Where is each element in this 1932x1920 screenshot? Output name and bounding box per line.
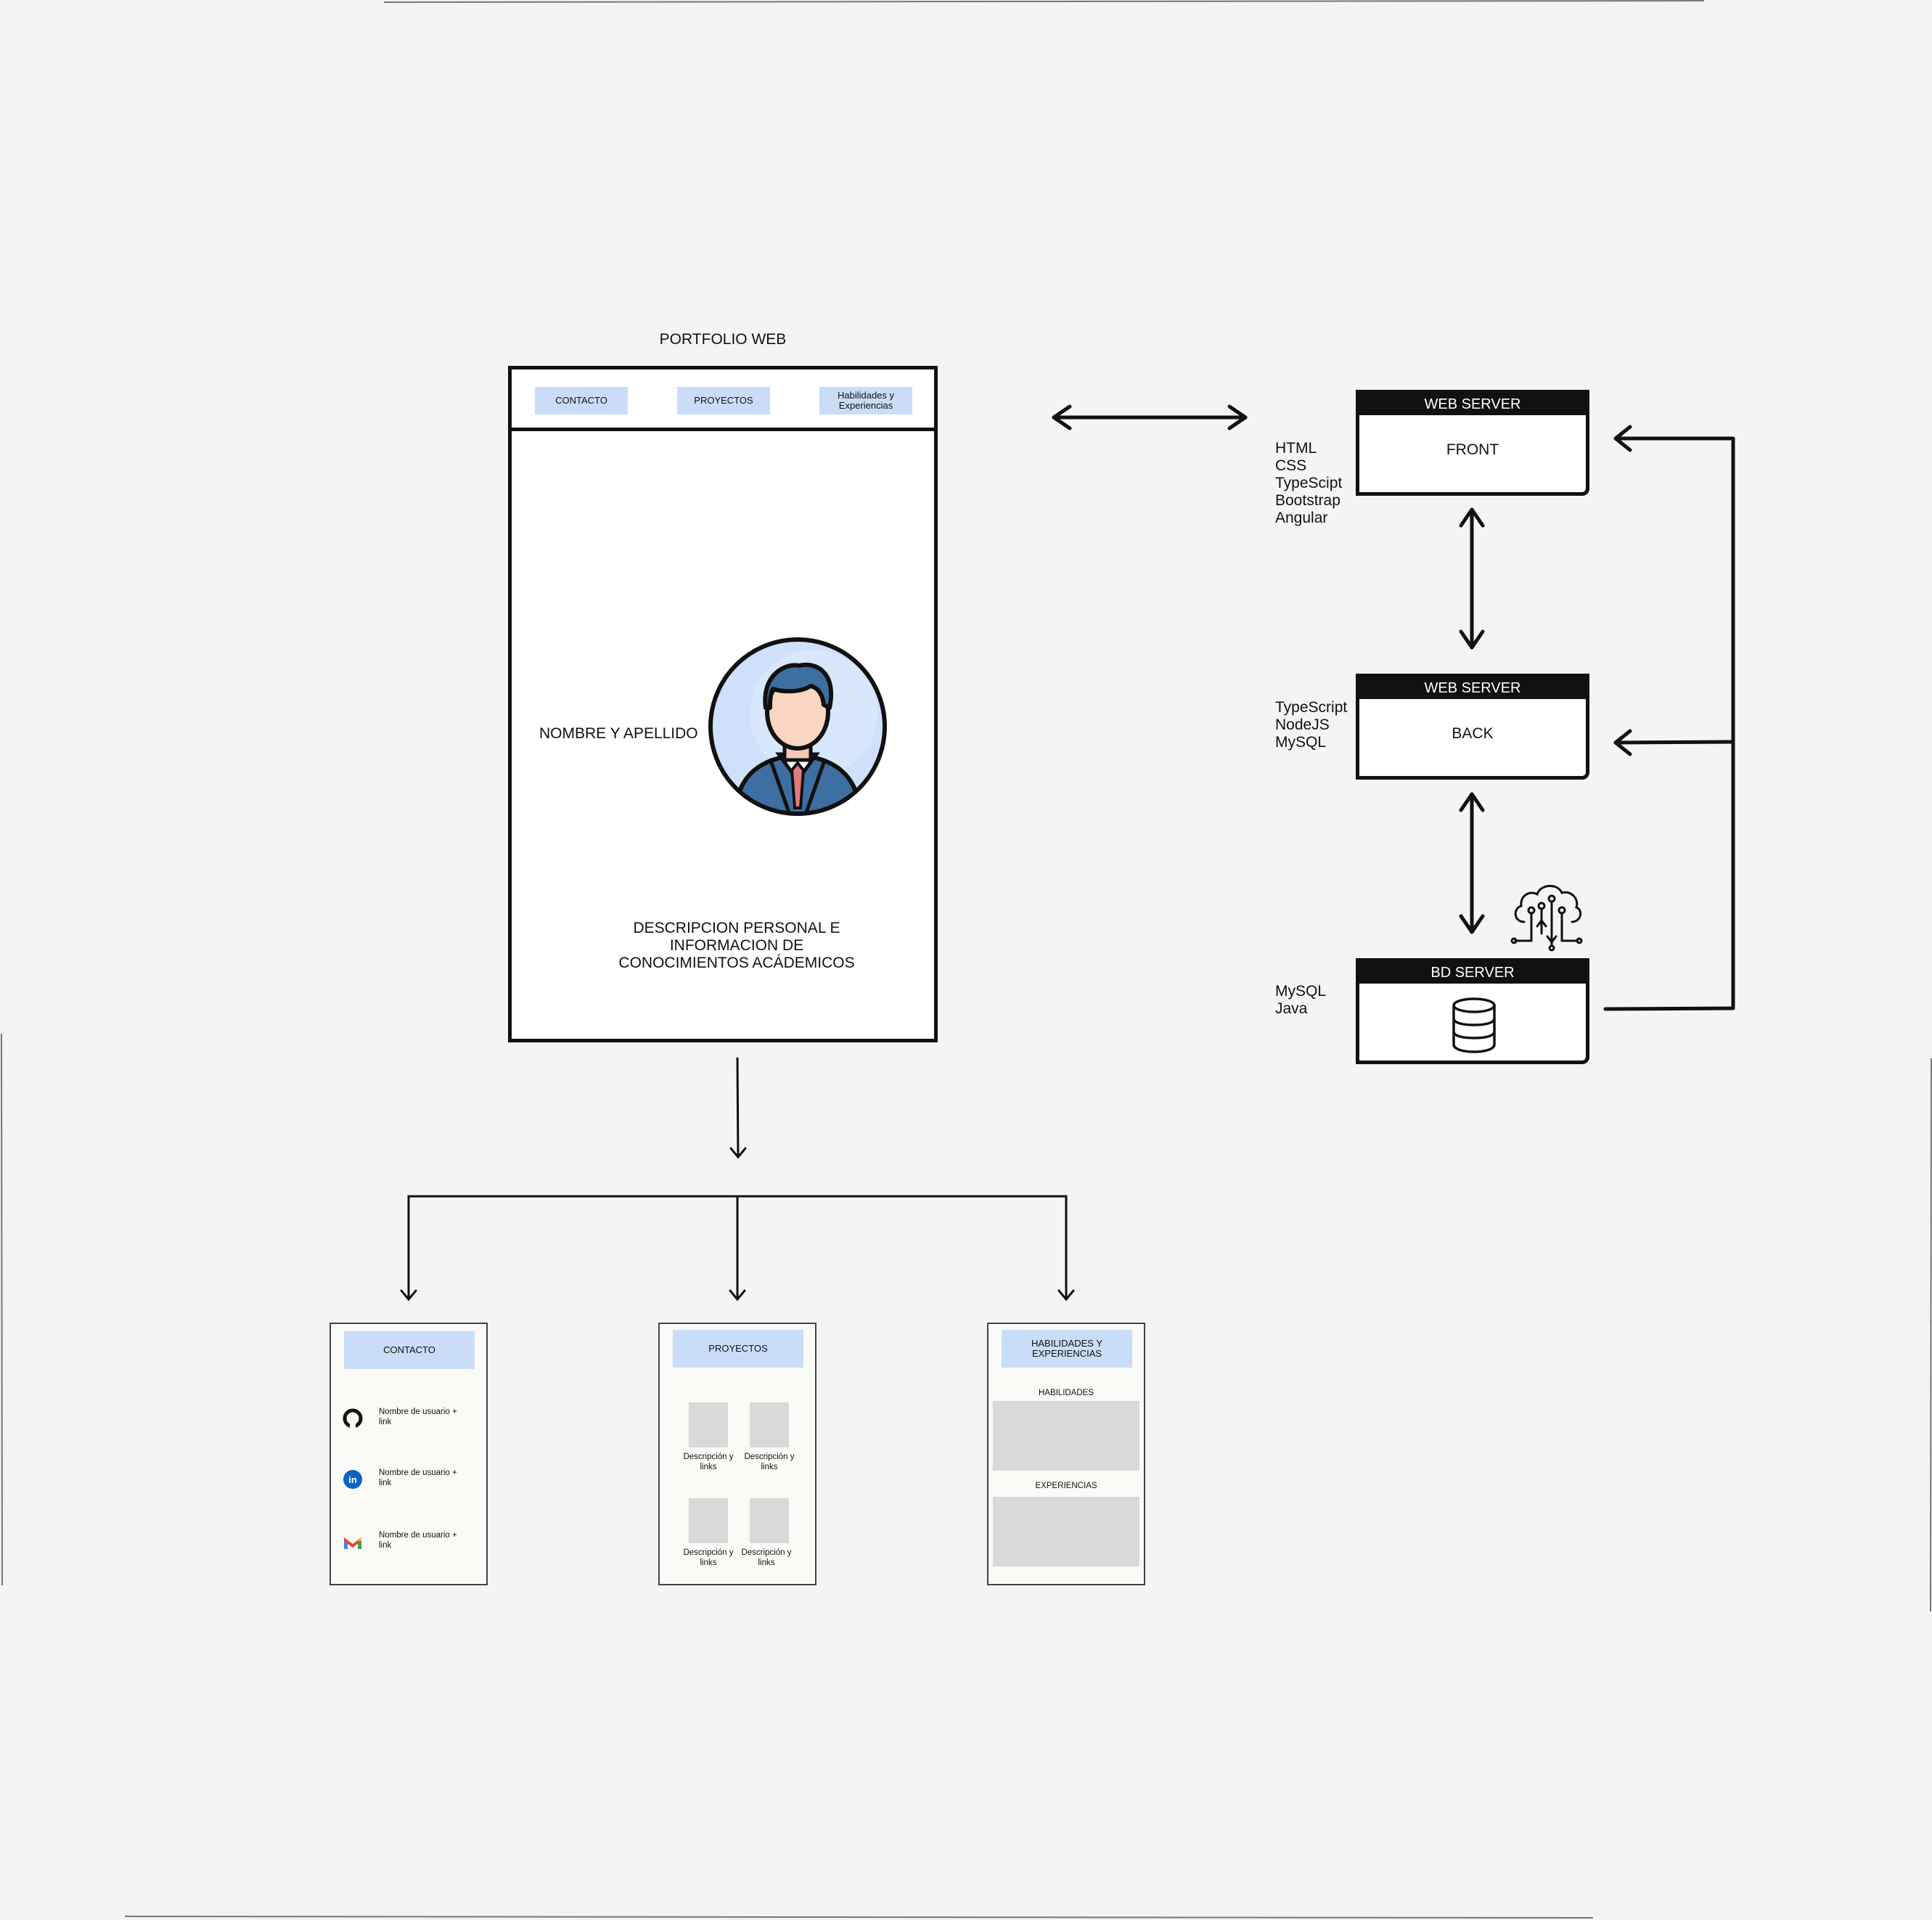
gmail-icon — [344, 1537, 361, 1549]
contact-item-text: Nombre de usuario + link — [379, 1531, 457, 1550]
name-label: NOMBRE Y APELLIDO — [539, 725, 698, 742]
front-stack-item: Bootstrap — [1275, 492, 1340, 509]
bd-server: BD SERVER — [1356, 958, 1589, 1064]
project-description: Descripción y links — [744, 1453, 795, 1471]
server-body: BACK — [1452, 725, 1494, 742]
back-web-server: WEB SERVER BACK — [1356, 674, 1589, 780]
project-thumbnail — [689, 1402, 728, 1447]
db-stack-item: Java — [1275, 1000, 1308, 1017]
front-stack-item: HTML — [1275, 440, 1317, 457]
back-stack: TypeScript NodeJS MySQL — [1275, 699, 1347, 751]
portfolio-page-mockup: CONTACTO PROYECTOS Habilidades y Experie… — [508, 366, 938, 1042]
habilidades-header: HABILIDADES Y EXPERIENCIAS — [1002, 1330, 1132, 1368]
cloud-network-icon — [1510, 885, 1583, 952]
server-header: BD SERVER — [1359, 962, 1586, 984]
server-header: WEB SERVER — [1359, 393, 1586, 415]
github-icon — [343, 1408, 363, 1429]
front-web-server: WEB SERVER FRONT — [1356, 390, 1589, 496]
db-return-line — [1603, 436, 1735, 1011]
contacto-header: CONTACTO — [344, 1331, 475, 1369]
portfolio-title: PORTFOLIO WEB — [659, 331, 787, 348]
proyectos-page-mockup: PROYECTOS Descripción y links Descripció… — [658, 1323, 816, 1585]
front-stack-item: CSS — [1275, 457, 1307, 474]
db-stack-item: MySQL — [1275, 983, 1327, 1000]
habilidades-page-mockup: HABILIDADES Y EXPERIENCIAS HABILIDADES E… — [987, 1323, 1145, 1585]
proyectos-header: PROYECTOS — [673, 1330, 803, 1368]
project-thumbnail — [750, 1402, 789, 1447]
section-title: HABILIDADES — [1038, 1389, 1094, 1397]
portfolio-down-arrow — [736, 1057, 740, 1159]
svg-text:in: in — [348, 1474, 357, 1485]
linkedin-icon: in — [343, 1470, 362, 1489]
front-stack-item: Angular — [1275, 510, 1328, 526]
section-title: EXPERIENCIAS — [1035, 1482, 1097, 1490]
project-description: Descripción y links — [683, 1453, 734, 1471]
project-description: Descripción y links — [683, 1548, 734, 1567]
contact-item-text: Nombre de usuario + link — [379, 1468, 457, 1487]
contact-item-text: Nombre de usuario + link — [379, 1408, 457, 1426]
contacto-page-mockup: CONTACTO Nombre de usuario + link in Nom… — [329, 1323, 488, 1585]
habilidades-placeholder — [993, 1401, 1139, 1471]
project-thumbnail — [750, 1498, 789, 1543]
back-stack-item: NodeJS — [1275, 716, 1330, 733]
back-stack-item: MySQL — [1275, 734, 1327, 751]
personal-description: DESCRIPCION PERSONAL E INFORMACION DE CO… — [618, 920, 855, 971]
nav-contacto-button[interactable]: CONTACTO — [535, 387, 628, 414]
front-stack-item: TypeScipt — [1275, 475, 1343, 491]
front-stack: HTML CSS TypeScipt Bootstrap Angular — [1275, 440, 1342, 527]
db-stack: MySQL Java — [1275, 983, 1326, 1018]
experiencias-placeholder — [993, 1497, 1139, 1566]
server-body: FRONT — [1446, 441, 1499, 458]
portfolio-nav-bar: CONTACTO PROYECTOS Habilidades y Experie… — [512, 369, 934, 431]
avatar — [708, 637, 887, 816]
project-thumbnail — [689, 1498, 728, 1543]
database-icon — [1452, 997, 1496, 1053]
nav-habilidades-button[interactable]: Habilidades y Experiencias — [819, 387, 912, 414]
back-stack-item: TypeScript — [1275, 699, 1348, 716]
project-description: Descripción y links — [741, 1548, 792, 1567]
nav-proyectos-button[interactable]: PROYECTOS — [677, 387, 770, 414]
server-header: WEB SERVER — [1359, 677, 1586, 699]
